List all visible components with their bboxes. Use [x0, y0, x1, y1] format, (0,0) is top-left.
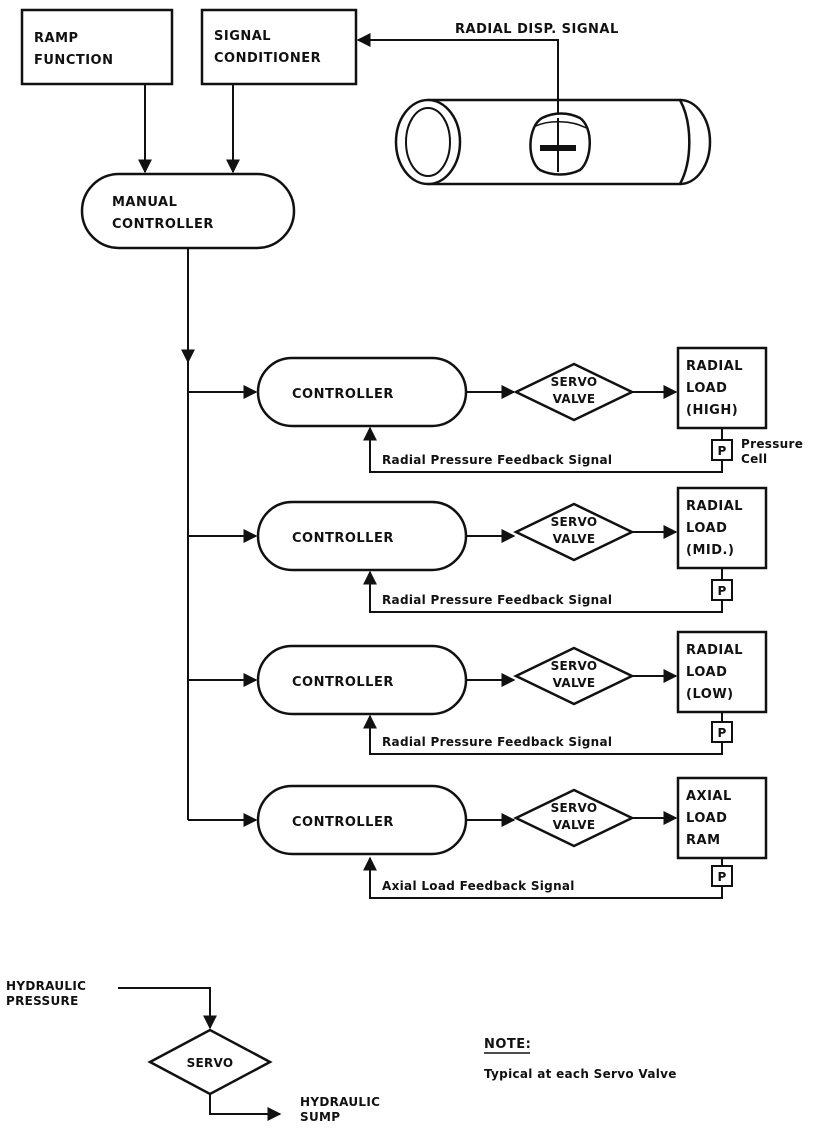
feedback-line: [363, 426, 723, 473]
channel-radial-mid: CONTROLLER SERVO VALVE RADIAL LOAD (MID.…: [188, 486, 768, 613]
pressure-cell-p: P: [717, 870, 726, 884]
servo-valve-label-1: SERVO: [551, 801, 598, 815]
load-label-2: LOAD: [686, 521, 727, 536]
load-label-3: RAM: [686, 833, 721, 848]
radial-disp-signal-label: RADIAL DISP. SIGNAL: [455, 22, 619, 37]
feedback-label: Radial Pressure Feedback Signal: [382, 735, 612, 749]
servo-valve-label-2: VALVE: [553, 676, 596, 690]
load-label-1: RADIAL: [686, 499, 743, 514]
feedback-line: [363, 714, 723, 755]
servo-valve-label-2: VALVE: [553, 392, 596, 406]
channel-axial-ram: CONTROLLER SERVO VALVE AXIAL LOAD RAM P …: [188, 776, 768, 899]
note-title: NOTE:: [484, 1037, 531, 1052]
signal-conditioner-label-2: CONDITIONER: [214, 51, 321, 66]
specimen-cylinder: [394, 98, 712, 186]
manual-controller: MANUAL CONTROLLER: [80, 172, 296, 250]
ramp-function-box: RAMP FUNCTION: [20, 8, 174, 86]
hydraulic-detail: HYDRAULIC PRESSURE SERVO HYDRAULIC SUMP: [6, 979, 380, 1124]
feedback-label: Radial Pressure Feedback Signal: [382, 593, 612, 607]
manual-controller-label-1: MANUAL: [112, 195, 177, 210]
load-box: [676, 776, 768, 860]
signal-conditioner-label-1: SIGNAL: [214, 29, 271, 44]
pressure-cell-label-1: Pressure: [741, 437, 803, 451]
load-label-1: RADIAL: [686, 643, 743, 658]
feedback-line: [363, 570, 723, 613]
servo-valve-label-1: SERVO: [551, 515, 598, 529]
controller-label: CONTROLLER: [292, 387, 394, 402]
pressure-cell-p: P: [717, 444, 726, 458]
note: NOTE: Typical at each Servo Valve: [484, 1037, 677, 1081]
load-box: [676, 630, 768, 714]
signal-conditioner-box: SIGNAL CONDITIONER: [200, 8, 358, 86]
manual-controller-label-2: CONTROLLER: [112, 217, 214, 232]
hydraulic-pressure-label-2: PRESSURE: [6, 994, 79, 1008]
hydraulic-servo-diamond: [147, 1028, 273, 1096]
hydraulic-sump-label-2: SUMP: [300, 1110, 340, 1124]
controller-label: CONTROLLER: [292, 675, 394, 690]
load-label-3: (MID.): [686, 543, 734, 558]
hydraulic-pressure-label-1: HYDRAULIC: [6, 979, 86, 993]
load-label-3: (LOW): [686, 687, 734, 702]
ramp-function-label-1: RAMP: [34, 31, 79, 46]
feedback-label: Radial Pressure Feedback Signal: [382, 453, 612, 467]
load-label-3: (HIGH): [686, 403, 738, 418]
load-label-1: RADIAL: [686, 359, 743, 374]
load-box: [676, 486, 768, 570]
note-text: Typical at each Servo Valve: [484, 1067, 677, 1081]
pressure-cell-label-2: Cell: [741, 452, 767, 466]
hydraulic-sump-label-1: HYDRAULIC: [300, 1095, 380, 1109]
servo-valve-label-2: VALVE: [553, 818, 596, 832]
feedback-line: [363, 856, 723, 899]
pressure-cell-p: P: [717, 726, 726, 740]
radial-disp-signal-line: [356, 33, 559, 145]
channel-radial-low: CONTROLLER SERVO VALVE RADIAL LOAD (LOW)…: [188, 630, 768, 755]
ramp-function-label-2: FUNCTION: [34, 53, 114, 68]
servo-valve-label-2: VALVE: [553, 532, 596, 546]
hydraulic-servo-label: SERVO: [187, 1056, 234, 1070]
pressure-cell-p: P: [717, 584, 726, 598]
servo-valve-label-1: SERVO: [551, 659, 598, 673]
load-label-2: LOAD: [686, 811, 727, 826]
controller-label: CONTROLLER: [292, 531, 394, 546]
load-box: [676, 346, 768, 430]
load-label-1: AXIAL: [686, 789, 732, 804]
load-label-2: LOAD: [686, 381, 727, 396]
load-label-2: LOAD: [686, 665, 727, 680]
servo-valve-label-1: SERVO: [551, 375, 598, 389]
controller-label: CONTROLLER: [292, 815, 394, 830]
feedback-label: Axial Load Feedback Signal: [382, 879, 575, 893]
channel-radial-high: CONTROLLER SERVO VALVE RADIAL LOAD (HIGH…: [188, 346, 803, 473]
